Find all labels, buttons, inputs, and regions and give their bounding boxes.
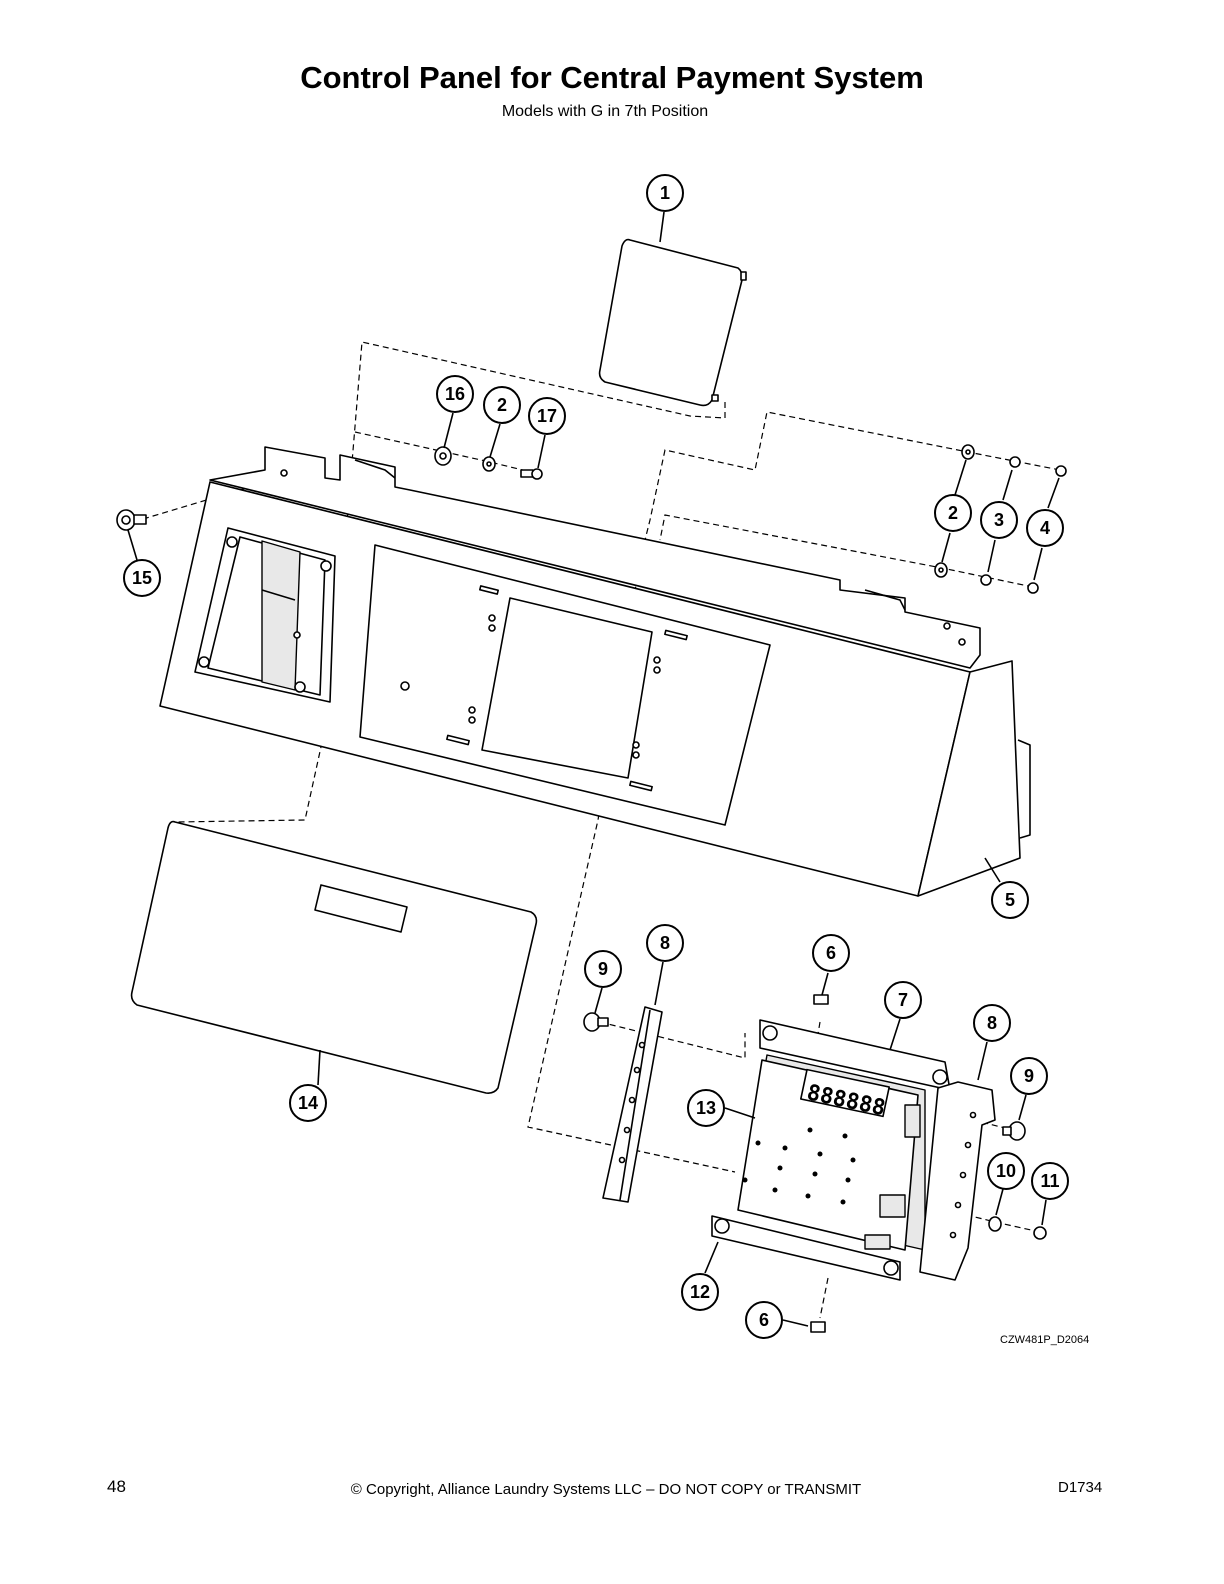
svg-text:3: 3	[994, 510, 1004, 530]
svg-text:8: 8	[987, 1013, 997, 1033]
svg-text:15: 15	[132, 568, 152, 588]
hardware-top	[434, 446, 543, 480]
hardware-right	[934, 444, 1067, 594]
svg-text:17: 17	[537, 406, 557, 426]
callout-17: 17	[528, 397, 566, 435]
copyright-notice: © Copyright, Alliance Laundry Systems LL…	[350, 1481, 862, 1498]
callout-1: 1	[646, 174, 684, 212]
callout-8-right: 8	[973, 1004, 1011, 1042]
svg-text:10: 10	[996, 1161, 1016, 1181]
page-number: 48	[107, 1477, 126, 1496]
svg-text:12: 12	[690, 1282, 710, 1302]
svg-text:2: 2	[497, 395, 507, 415]
callout-9-right: 9	[1010, 1057, 1048, 1095]
svg-text:16: 16	[445, 384, 465, 404]
part-5-control-panel-housing	[159, 446, 1031, 897]
svg-text:11: 11	[1040, 1171, 1059, 1191]
svg-text:8: 8	[660, 933, 670, 953]
callout-9-left: 9	[584, 950, 622, 988]
callout-6-top: 6	[812, 934, 850, 972]
svg-text:9: 9	[598, 959, 608, 979]
callout-8-left: 8	[646, 924, 684, 962]
callout-11: 11	[1031, 1162, 1069, 1200]
callout-5: 5	[991, 881, 1029, 919]
callout-14: 14	[289, 1084, 327, 1122]
page-title: Control Panel for Central Payment System	[300, 60, 924, 95]
callout-16: 16	[436, 375, 474, 413]
drawing-code: CZW481P_D2064	[1000, 1334, 1090, 1346]
svg-text:7: 7	[898, 990, 908, 1010]
callout-4: 4	[1026, 509, 1064, 547]
hardware-lower-right	[810, 994, 1047, 1333]
svg-text:14: 14	[298, 1093, 318, 1113]
document-id: D1734	[1058, 1479, 1103, 1496]
svg-text:2: 2	[948, 503, 958, 523]
callout-7: 7	[884, 981, 922, 1019]
callout-2-right: 2	[934, 494, 972, 532]
svg-text:6: 6	[826, 943, 836, 963]
leader-lines	[127, 211, 1060, 1327]
part-9-screw-left	[583, 1012, 609, 1032]
svg-text:1: 1	[660, 183, 670, 203]
page-subtitle: Models with G in 7th Position	[501, 103, 709, 120]
svg-text:5: 5	[1005, 890, 1015, 910]
part-1-cover-plate	[598, 238, 747, 407]
callout-15: 15	[123, 559, 161, 597]
callout-6-bottom: 6	[745, 1301, 783, 1339]
part-15-screw	[116, 509, 147, 531]
callout-12: 12	[681, 1273, 719, 1311]
callout-3: 3	[980, 501, 1018, 539]
part-8-bracket-left	[602, 1006, 663, 1203]
callout-10: 10	[987, 1152, 1025, 1190]
callout-13: 13	[687, 1089, 725, 1127]
svg-text:4: 4	[1040, 518, 1050, 538]
callout-2-top: 2	[483, 386, 521, 424]
svg-text:6: 6	[759, 1310, 769, 1330]
part-7-12-13-control-assembly: 888888	[711, 1019, 951, 1281]
svg-text:13: 13	[696, 1098, 716, 1118]
svg-text:9: 9	[1024, 1066, 1034, 1086]
part-8-bracket-right	[919, 1081, 996, 1281]
part-14-overlay	[130, 820, 538, 1094]
